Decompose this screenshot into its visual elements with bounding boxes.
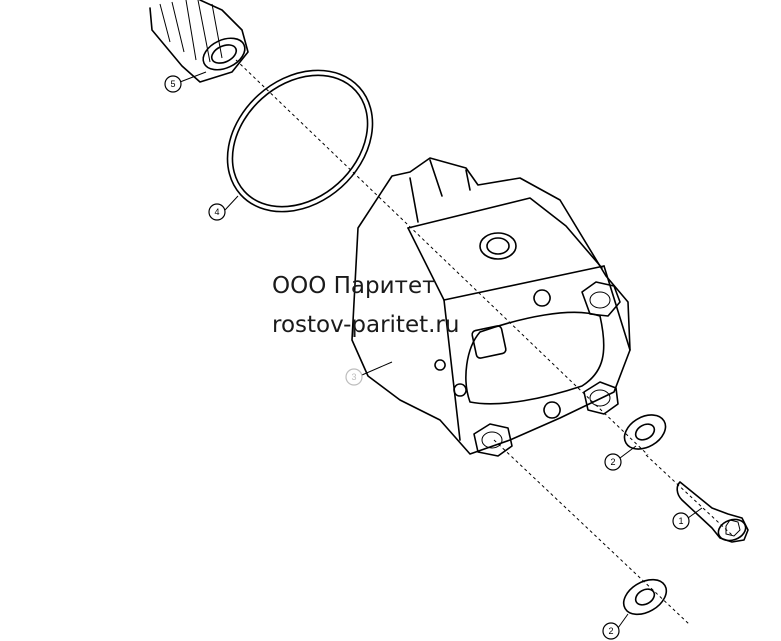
leader-line-3 — [361, 361, 393, 376]
svg-text:2: 2 — [608, 626, 613, 636]
assembly-axis-bolt — [645, 454, 733, 536]
svg-text:1: 1 — [678, 516, 683, 526]
o-ring — [226, 69, 374, 213]
callout-part-2-lower: 2 — [602, 622, 620, 640]
assembly-axis-upper — [235, 59, 649, 456]
socket-head-cap-screw — [676, 481, 749, 543]
leader-line-4 — [224, 195, 239, 211]
pump-body — [351, 157, 631, 457]
hex-bolt-head-bottom-right — [583, 381, 619, 415]
callout-part-4: 4 — [208, 203, 226, 221]
hex-bolt-head-top-right — [581, 281, 621, 317]
leader-line-1 — [687, 507, 703, 519]
svg-text:3: 3 — [351, 372, 356, 382]
callout-part-1: 1 — [672, 512, 690, 530]
assembly-axis-lower — [493, 439, 691, 626]
leader-line-2a — [619, 445, 637, 459]
watermark-company-name: ООО Паритет — [272, 273, 436, 299]
callout-part-3: 3 — [345, 368, 363, 386]
callout-part-2-upper: 2 — [604, 453, 622, 471]
leader-line-5 — [179, 71, 207, 83]
splined-shaft-gear — [149, 0, 249, 83]
washer-upper — [623, 414, 667, 450]
leader-line-2b — [617, 613, 629, 629]
hex-bolt-head-bottom-left — [473, 423, 513, 457]
svg-text:5: 5 — [170, 79, 175, 89]
svg-text:4: 4 — [214, 207, 219, 217]
callout-part-5: 5 — [164, 75, 182, 93]
svg-text:2: 2 — [610, 457, 615, 467]
washer-lower — [622, 578, 668, 616]
watermark-website: rostov-paritet.ru — [272, 312, 460, 338]
